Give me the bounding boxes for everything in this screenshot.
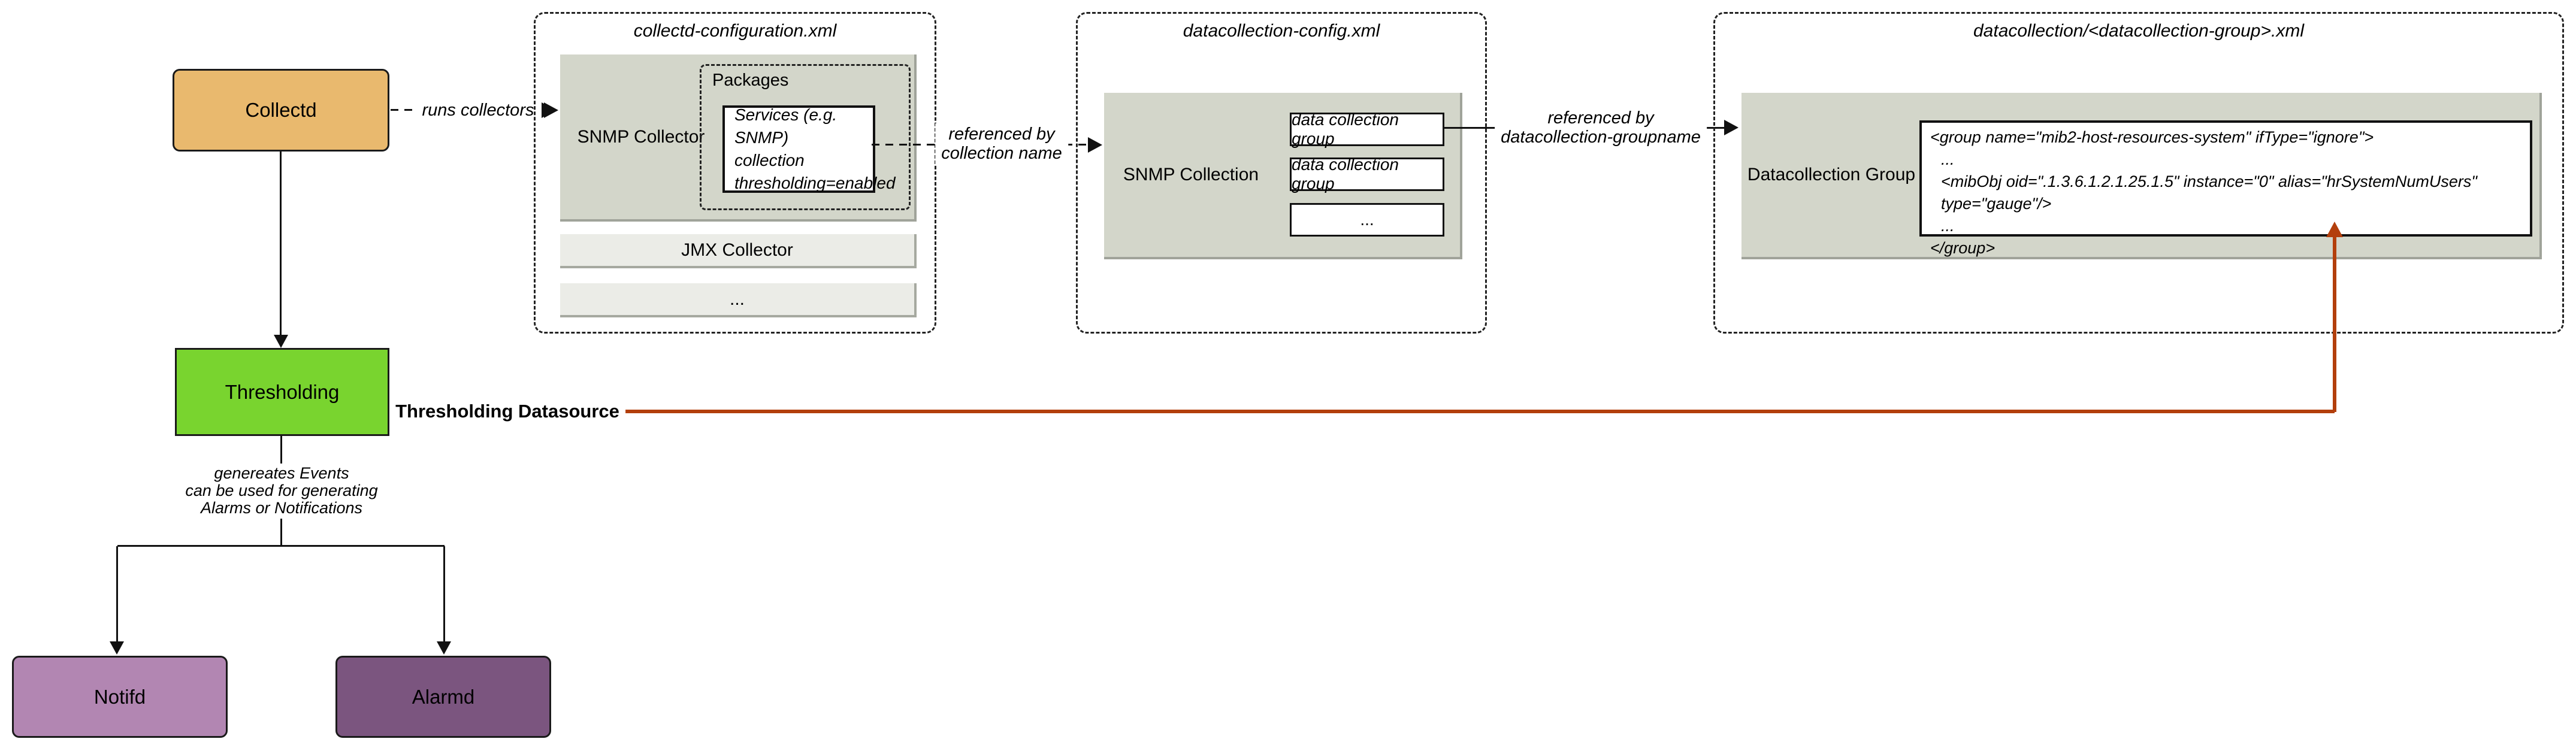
xml-line-1: <group name="mib2-host-resources-system"… <box>1930 128 2374 146</box>
edge-thresholding-note-line <box>280 436 282 464</box>
datacollection-group-box: Datacollection Group <group name="mib2-h… <box>1741 93 2542 259</box>
thresholding-node: Thresholding <box>175 348 389 436</box>
panel-datacollection-group-xml: datacollection/<datacollection-group>.xm… <box>1713 12 2564 334</box>
services-text: Services (e.g. SNMP) collection threshol… <box>734 104 896 195</box>
edge-thresholding-datasource-arrowhead <box>2326 222 2343 237</box>
more-collectors-bar: ... <box>560 283 917 317</box>
generates-events-line1: genereates Events <box>214 464 349 482</box>
generates-events-line2: can be used for generating <box>185 481 378 499</box>
collectd-node: Collectd <box>173 69 389 152</box>
snmp-collector-box: SNMP Collector Packages Services (e.g. S… <box>560 54 917 222</box>
generates-events-note: genereates Events can be used for genera… <box>174 465 389 517</box>
edge-ref-groupname-label-line2: datacollection-groupname <box>1501 128 1701 147</box>
data-collection-group-label-2: data collection group <box>1292 155 1399 193</box>
panel-collectd-configuration: collectd-configuration.xml SNMP Collecto… <box>534 12 936 334</box>
data-collection-group-box-1: data collection group <box>1290 110 1444 148</box>
data-collection-group-box-2: data collection group <box>1290 155 1444 193</box>
xml-line-2: ... <box>1941 150 1955 168</box>
notifd-node: Notifd <box>12 656 228 738</box>
services-line-2: collection <box>734 151 805 169</box>
panel1-entry-arrowhead <box>544 102 558 118</box>
edge-note-split-line <box>280 519 282 546</box>
alarmd-node: Alarmd <box>335 656 551 738</box>
edge-ref-collection-label: referenced by collection name <box>935 123 1068 164</box>
data-collection-group-label-more: ... <box>1360 210 1374 229</box>
edge-ref-groupname-arrowhead <box>1724 120 1739 135</box>
xml-snippet-box: <group name="mib2-host-resources-system"… <box>1919 120 2532 257</box>
data-collection-group-box-more: ... <box>1290 203 1444 237</box>
xml-snippet-text: <group name="mib2-host-resources-system"… <box>1930 126 2530 259</box>
edge-thresholding-datasource-vline <box>2333 236 2336 412</box>
snmp-collection-box: SNMP Collection data collection group da… <box>1104 93 1462 259</box>
jmx-collector-bar: JMX Collector <box>560 234 917 268</box>
edge-ref-groupname-label: referenced by datacollection-groupname <box>1495 107 1707 148</box>
services-line-3: thresholding=enabled <box>734 174 896 192</box>
edge-ref-collection-arrowhead <box>1088 137 1102 153</box>
edge-ref-collection-label-line2: collection name <box>941 144 1062 163</box>
services-box: Services (e.g. SNMP) collection threshol… <box>722 105 896 193</box>
xml-line-5: </group> <box>1930 239 1996 257</box>
edge-alarmd-arrowhead <box>437 641 451 655</box>
data-collection-group-label-1: data collection group <box>1292 110 1399 148</box>
edge-split-alarmd-line <box>443 546 445 644</box>
edge-runs-collectors-label: runs collectors <box>416 99 540 121</box>
snmp-collector-label: SNMP Collector <box>577 126 705 147</box>
more-collectors-label: ... <box>729 289 745 309</box>
packages-box: Packages Services (e.g. SNMP) collection… <box>700 64 911 210</box>
jmx-collector-label: JMX Collector <box>681 240 793 260</box>
alarmd-label: Alarmd <box>412 685 475 708</box>
thresholding-label: Thresholding <box>225 380 340 403</box>
edge-notifd-arrowhead <box>110 641 124 655</box>
xml-line-4: ... <box>1941 217 1955 235</box>
notifd-label: Notifd <box>93 685 146 708</box>
collectd-label: Collectd <box>245 99 317 121</box>
panel2-title: datacollection-config.xml <box>1183 21 1380 41</box>
packages-label: Packages <box>712 71 789 90</box>
edge-thresholding-datasource-label: Thresholding Datasource <box>389 401 625 422</box>
panel1-title: collectd-configuration.xml <box>633 21 837 41</box>
edge-collectd-thresholding-arrowhead <box>274 335 288 348</box>
generates-events-line3: Alarms or Notifications <box>200 499 363 517</box>
datacollection-group-label: Datacollection Group <box>1747 165 1916 184</box>
edge-collectd-thresholding-line <box>280 152 282 337</box>
snmp-collection-label: SNMP Collection <box>1123 165 1259 184</box>
services-line-1: Services (e.g. SNMP) <box>734 105 837 147</box>
panel-datacollection-config: datacollection-config.xml SNMP Collectio… <box>1076 12 1487 334</box>
edge-thresholding-datasource-hline <box>391 410 2335 413</box>
edge-split-notifd-line <box>116 546 118 644</box>
edge-ref-collection-label-line1: referenced by <box>948 125 1055 144</box>
xml-line-3: <mibObj oid=".1.3.6.1.2.1.25.1.5" instan… <box>1941 172 2477 213</box>
edge-split-horizontal-line <box>117 545 445 547</box>
edge-ref-groupname-label-line1: referenced by <box>1547 108 1654 128</box>
panel3-title: datacollection/<datacollection-group>.xm… <box>1973 21 2304 41</box>
